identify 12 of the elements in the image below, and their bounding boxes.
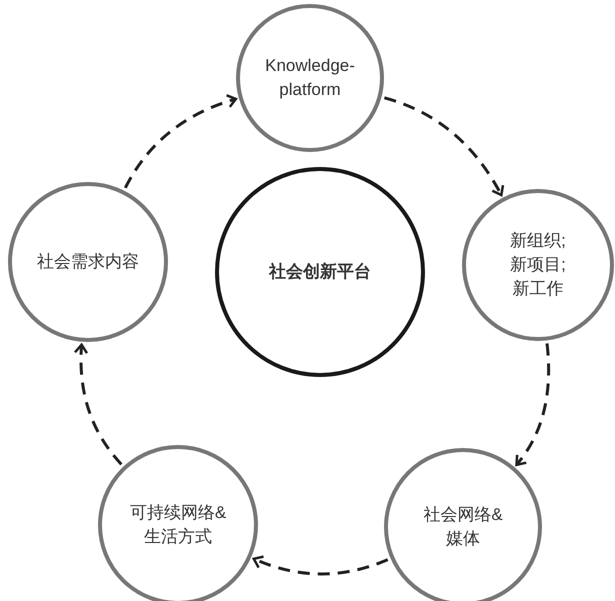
node-label: Knowledge-platform bbox=[264, 55, 356, 101]
node-label: 社会网络&媒体 bbox=[422, 504, 504, 550]
node-label: 社会创新平台 bbox=[269, 261, 371, 283]
node-label: 新项目; bbox=[510, 254, 566, 276]
dashed-arrow bbox=[74, 344, 122, 466]
node-label: 可持续网络&生活方式 bbox=[128, 502, 228, 548]
node-label: 新工作 bbox=[512, 278, 564, 300]
node-label: 新组织; bbox=[510, 230, 566, 252]
dashed-arrow bbox=[515, 343, 550, 466]
node-label: 社会需求内容 bbox=[37, 251, 139, 273]
dashed-arrow bbox=[124, 94, 238, 189]
dashed-arrow bbox=[384, 96, 504, 196]
